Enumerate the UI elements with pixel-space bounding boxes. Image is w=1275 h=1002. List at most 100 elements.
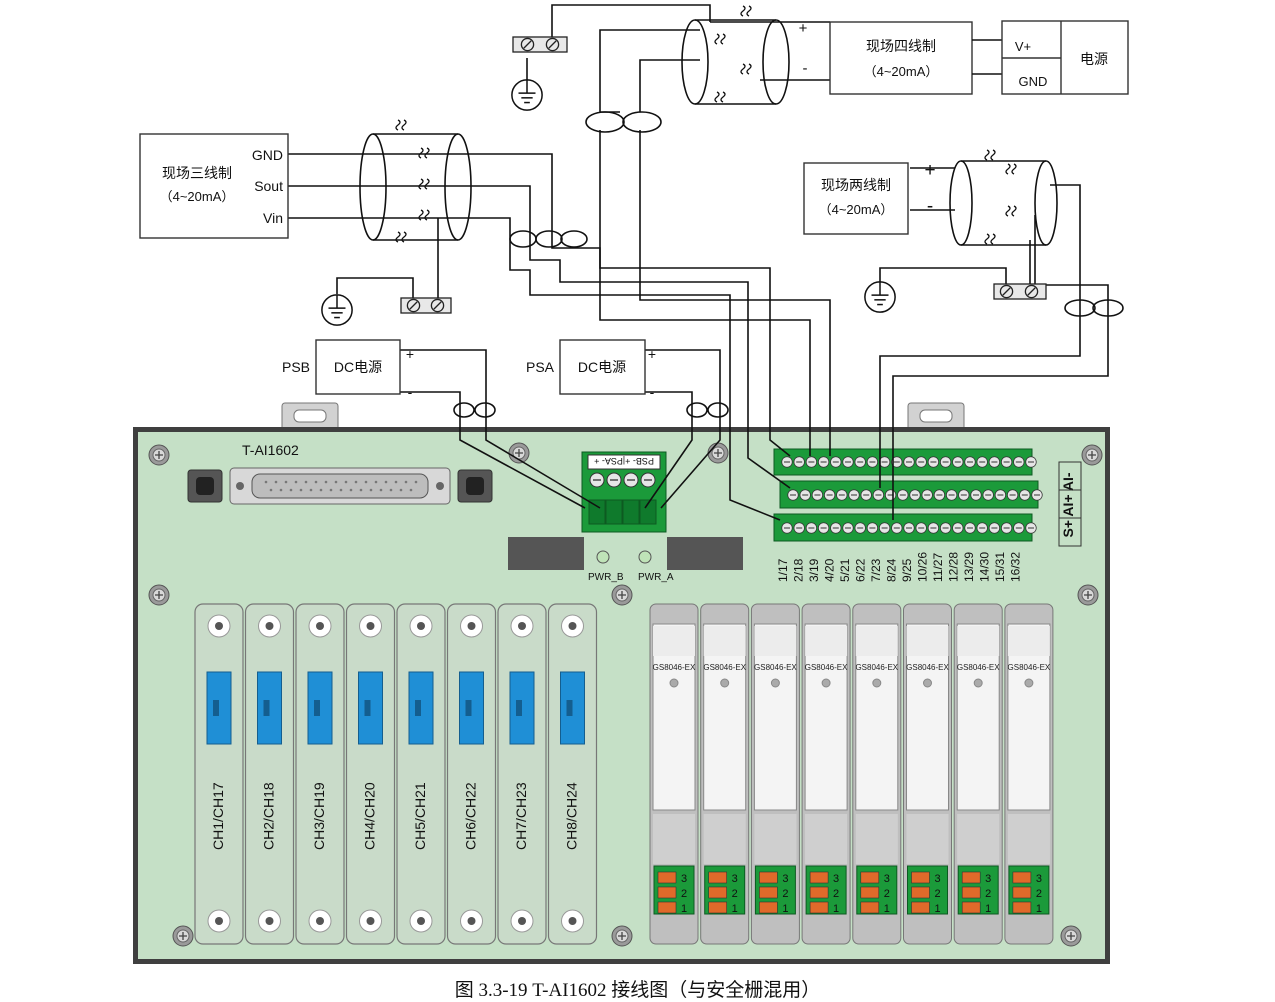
terminal-screw bbox=[817, 522, 830, 534]
terminal-label: 11/27 bbox=[931, 553, 945, 582]
barrier-terminal-number: 2 bbox=[985, 888, 991, 900]
power-gnd: GND bbox=[1019, 74, 1048, 89]
channel-module[interactable]: CH1/CH17 bbox=[194, 603, 244, 945]
two-wire-range: （4~20mA） bbox=[819, 202, 894, 217]
four-wire-title: 现场四线制 bbox=[866, 38, 936, 54]
power-terminal-block[interactable]: PSB- +|PSA- + bbox=[581, 451, 667, 533]
barrier-terminal-number: 3 bbox=[833, 873, 839, 885]
channel-label: CH1/CH17 bbox=[210, 782, 226, 850]
two-wire-device: 现场两线制 （4~20mA） + - bbox=[803, 160, 936, 235]
channel-label: CH2/CH18 bbox=[261, 782, 277, 850]
terminal-screw bbox=[836, 489, 848, 501]
terminal-screw bbox=[1000, 456, 1013, 468]
terminal-screw bbox=[781, 456, 793, 468]
terminal-label: 13/29 bbox=[962, 552, 976, 582]
terminal-screw bbox=[927, 522, 940, 534]
barrier-terminal-number: 1 bbox=[1036, 903, 1042, 915]
terminal-screw bbox=[897, 489, 909, 501]
terminal-label: 7/23 bbox=[869, 558, 883, 582]
terminal-label: 16/32 bbox=[1009, 552, 1023, 582]
channel-label: CH6/CH22 bbox=[463, 782, 479, 850]
barrier-terminal-number: 3 bbox=[985, 873, 991, 885]
barrier-model-label: GS8046-EX bbox=[855, 663, 898, 672]
barrier-terminal-number: 3 bbox=[681, 873, 687, 885]
terminal-label: 5/21 bbox=[838, 558, 852, 582]
terminal-screw bbox=[939, 456, 952, 468]
channel-label: CH3/CH19 bbox=[311, 782, 327, 850]
barrier-terminal-number: 1 bbox=[782, 903, 788, 915]
field-terminal-block[interactable] bbox=[773, 448, 1043, 542]
channel-module[interactable]: CH6/CH22 bbox=[446, 603, 497, 945]
terminal-screw bbox=[805, 456, 818, 468]
terminal-screw bbox=[793, 456, 805, 468]
terminal-screw bbox=[964, 456, 976, 468]
side-label: S+ AI+ AI- bbox=[1060, 472, 1076, 537]
terminal-screw bbox=[878, 456, 891, 468]
ground-terminal-top bbox=[511, 36, 568, 111]
terminal-label: 14/30 bbox=[978, 552, 992, 582]
terminal-screw bbox=[817, 456, 830, 468]
four-wire-range: （4~20mA） bbox=[864, 64, 939, 79]
terminal-screw bbox=[830, 456, 842, 468]
terminal-screw bbox=[805, 522, 818, 534]
two-wire-title: 现场两线制 bbox=[821, 177, 891, 193]
psb-title: DC电源 bbox=[334, 359, 382, 375]
terminal-label: 9/25 bbox=[900, 558, 914, 582]
terminal-screw bbox=[1025, 456, 1037, 468]
three-wire-vin: Vin bbox=[263, 210, 283, 226]
terminal-screw bbox=[915, 522, 927, 534]
terminal-screw bbox=[1013, 522, 1025, 534]
terminal-screw bbox=[982, 489, 994, 501]
terminal-screw bbox=[909, 489, 921, 501]
terminal-screw bbox=[921, 489, 933, 501]
barrier-terminal-number: 3 bbox=[732, 873, 738, 885]
terminal-screw bbox=[793, 522, 805, 534]
terminal-screw bbox=[1031, 489, 1043, 501]
terminal-screw bbox=[988, 456, 1001, 468]
ground-terminal-left bbox=[321, 294, 452, 326]
terminal-label: 10/26 bbox=[916, 552, 930, 582]
barrier-terminal-number: 2 bbox=[782, 888, 788, 900]
channel-module[interactable]: CH4/CH20 bbox=[345, 603, 396, 945]
channel-label: CH4/CH20 bbox=[362, 782, 378, 850]
terminal-screw bbox=[988, 522, 1001, 534]
barrier-terminal-number: 1 bbox=[681, 903, 687, 915]
barrier-terminal-number: 3 bbox=[782, 873, 788, 885]
channel-module[interactable]: CH8/CH24 bbox=[547, 603, 598, 945]
pwr-a-label: PWR_A bbox=[638, 572, 674, 583]
barrier-terminal-number: 3 bbox=[934, 873, 940, 885]
terminal-screw bbox=[872, 489, 885, 501]
terminal-screw bbox=[976, 522, 988, 534]
terminal-screw bbox=[915, 456, 927, 468]
terminal-screw bbox=[976, 456, 988, 468]
figure-caption: 图 3.3-19 T-AI1602 接线图（与安全栅混用） bbox=[454, 980, 821, 1001]
channel-module[interactable]: CH2/CH18 bbox=[244, 603, 295, 945]
terminal-screw bbox=[952, 456, 964, 468]
terminal-screw bbox=[1025, 522, 1037, 534]
terminal-screw bbox=[854, 456, 866, 468]
channel-module[interactable]: CH3/CH19 bbox=[295, 603, 345, 945]
terminal-screw bbox=[1000, 522, 1013, 534]
power-connector-label: PSB- +|PSA- + bbox=[594, 456, 654, 466]
barrier-terminal-number: 2 bbox=[884, 888, 890, 900]
psa-label: PSA bbox=[526, 359, 555, 375]
barrier-model-label: GS8046-EX bbox=[1008, 663, 1051, 672]
barrier-terminal-number: 1 bbox=[934, 903, 940, 915]
channel-module[interactable]: CH5/CH21 bbox=[396, 603, 446, 945]
pwr-b-label: PWR_B bbox=[588, 572, 624, 583]
terminal-label: 6/22 bbox=[854, 558, 868, 582]
channel-module[interactable]: CH7/CH23 bbox=[497, 603, 547, 945]
psb-label: PSB bbox=[282, 359, 310, 375]
terminal-screw bbox=[903, 456, 915, 468]
three-wire-title: 现场三线制 bbox=[162, 165, 232, 181]
two-wire-plus: + bbox=[924, 160, 935, 181]
terminal-screw bbox=[884, 489, 897, 501]
